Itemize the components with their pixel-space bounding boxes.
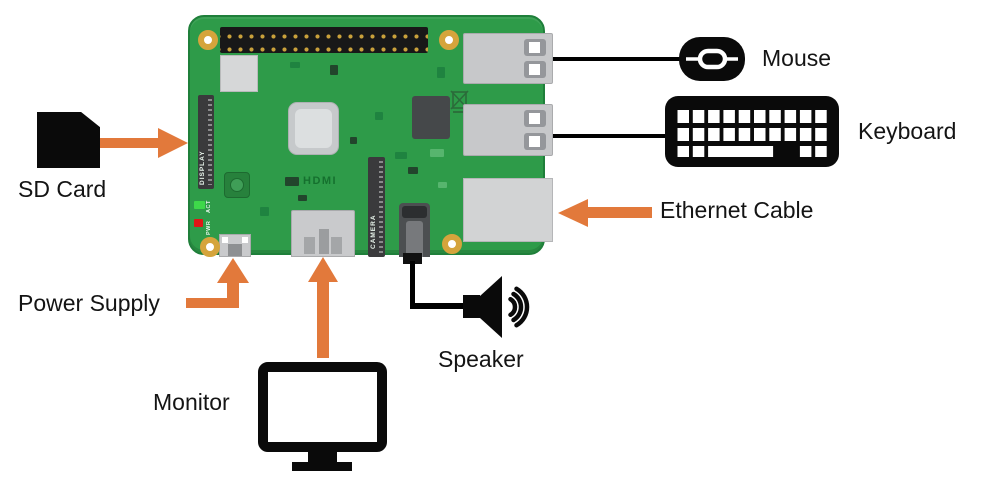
mount-hole — [442, 234, 462, 254]
hdmi-port-detail — [304, 237, 315, 254]
smd-component — [290, 62, 300, 68]
smd-component — [298, 195, 307, 201]
smd-component — [430, 149, 444, 157]
keyboard-cable — [553, 134, 668, 138]
mount-hole — [439, 30, 459, 50]
camera-silkscreen-label: CAMERA — [370, 214, 377, 249]
usb-tongue-inner — [529, 42, 540, 53]
hdmi-port — [291, 210, 355, 257]
display-silkscreen-label: DISPLAY — [199, 150, 206, 185]
camera-connector — [368, 157, 385, 257]
mouse-cable — [553, 57, 680, 61]
usb-tongue — [524, 133, 546, 150]
smd-module — [220, 55, 258, 92]
speaker-cable-vertical — [410, 261, 415, 309]
tactile-component — [224, 172, 250, 198]
display-connector — [198, 95, 214, 189]
usb-tongue — [524, 39, 546, 56]
mount-hole — [200, 237, 220, 257]
usb-tongue-inner — [529, 64, 540, 75]
ethernet-arrow-head — [558, 199, 588, 227]
micro-usb-power-port — [219, 234, 251, 257]
usb-port-top — [463, 33, 553, 84]
micro-usb-detail — [228, 244, 242, 256]
gpio-header — [220, 27, 428, 53]
audio-jack-detail — [406, 221, 423, 257]
monitor-arrow-shaft — [317, 280, 329, 358]
monitor-label: Monitor — [153, 389, 230, 415]
usb-tongue — [524, 61, 546, 78]
speaker-cable-horizontal — [410, 303, 463, 309]
cpu-chip — [288, 102, 339, 155]
mouse-icon — [679, 37, 745, 81]
ethernet-arrow-shaft — [588, 207, 652, 218]
smd-component — [285, 177, 299, 186]
tactile-component-dot — [230, 178, 244, 192]
connector-pins — [379, 161, 383, 253]
power-arrow-shaft-horizontal — [186, 298, 231, 308]
pwr-led — [194, 219, 203, 227]
audio-jack — [399, 203, 430, 257]
hdmi-port-detail — [331, 237, 342, 254]
hdmi-port-detail — [319, 229, 329, 254]
mount-hole — [198, 30, 218, 50]
ethernet-port — [463, 178, 553, 242]
smd-component — [330, 65, 338, 75]
power-arrow-head — [217, 258, 249, 283]
sd-card-icon — [37, 112, 100, 168]
keyboard-icon — [665, 96, 839, 167]
power-supply-label: Power Supply — [18, 290, 160, 316]
sd-card-arrow-shaft — [100, 138, 158, 148]
ram-chip — [412, 96, 450, 139]
smd-component — [350, 137, 357, 144]
monitor-arrow-head — [308, 257, 338, 282]
keyboard-label: Keyboard — [858, 118, 957, 144]
smd-component — [375, 112, 383, 120]
sd-card-arrow-head — [158, 128, 188, 158]
micro-usb-detail — [242, 237, 248, 243]
smd-component — [395, 152, 407, 159]
usb-tongue — [524, 110, 546, 127]
monitor-icon — [258, 362, 387, 471]
smd-component — [437, 67, 445, 78]
act-led — [194, 201, 205, 209]
smd-component — [438, 182, 447, 188]
usb-tongue-inner — [529, 113, 540, 124]
hdmi-silkscreen-label: HDMI — [303, 175, 338, 187]
usb-port-bottom — [463, 104, 553, 156]
usb-tongue-inner — [529, 136, 540, 147]
audio-jack-detail — [402, 206, 427, 218]
mouse-label: Mouse — [762, 45, 832, 71]
micro-usb-detail — [222, 237, 228, 243]
speaker-icon — [463, 276, 530, 338]
audio-jack-stem — [403, 253, 422, 264]
speaker-label: Speaker — [438, 346, 524, 372]
smd-component — [408, 167, 418, 174]
connector-pins — [208, 99, 212, 185]
act-led-label: ACT — [206, 200, 212, 213]
pwr-led-label: PWR — [206, 220, 212, 235]
ethernet-cable-label: Ethernet Cable — [660, 197, 814, 223]
cpu-die — [295, 109, 332, 148]
smd-component — [260, 207, 269, 216]
sd-card-label: SD Card — [18, 176, 107, 202]
